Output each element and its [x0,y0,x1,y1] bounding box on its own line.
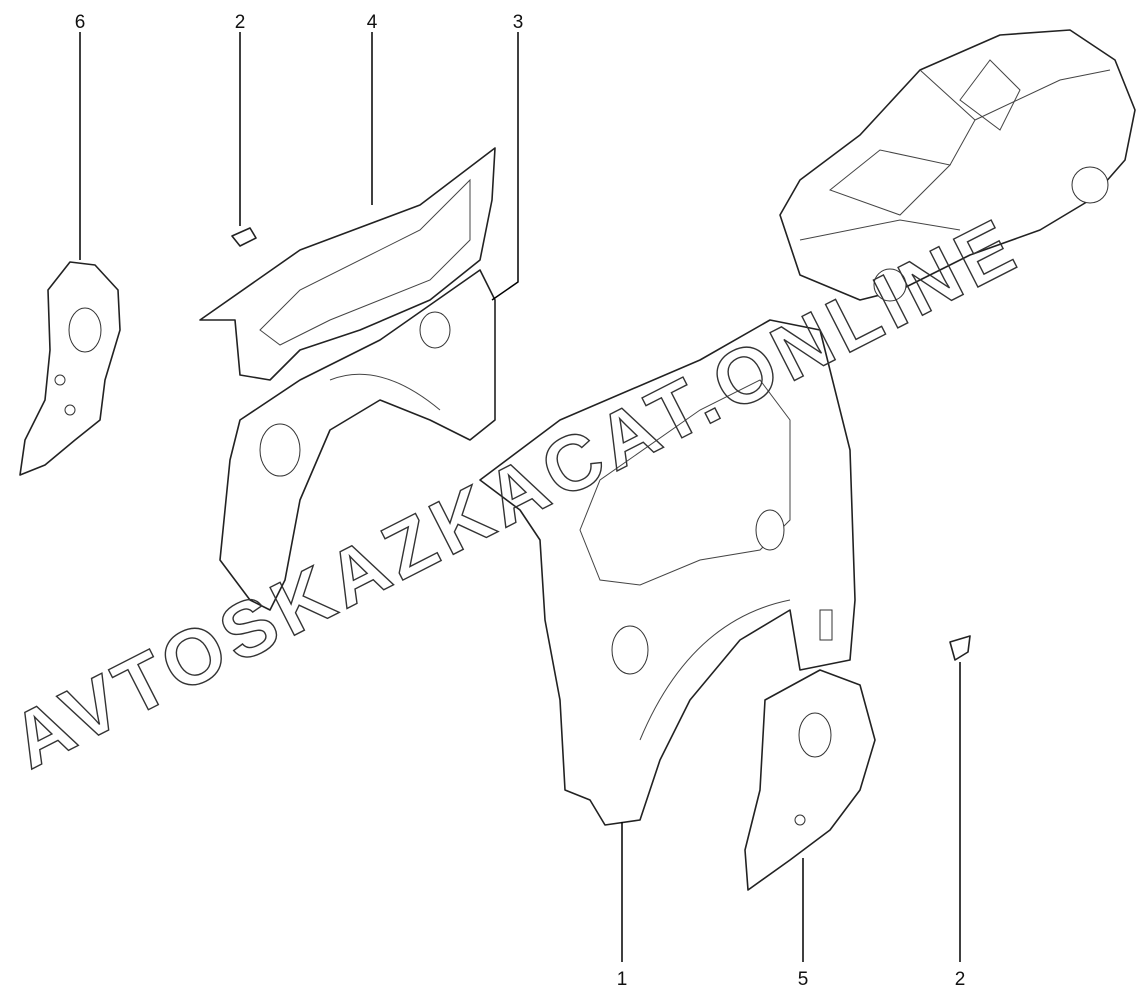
part-2-plug [231,227,257,247]
callout-5: 5 [798,969,809,990]
part-3-inner-wheelarch-left [219,269,496,611]
callout-2-upper: 2 [235,12,246,33]
callout-6: 6 [75,12,86,33]
part-6-reinforcement [19,261,121,476]
watermark: AVTOSKAZKACAT.ONLINE [0,200,1033,785]
callout-2-lower: 2 [955,969,966,990]
part-2-plug-right [949,635,971,661]
part-1-inner-side-panel [479,319,856,826]
callout-3: 3 [513,12,524,33]
callout-1: 1 [617,969,628,990]
part-5-reinforcement [744,669,876,891]
part-4-inner-panel-upper [199,147,496,381]
vehicle-illustration [779,29,1136,302]
callout-4: 4 [367,12,378,33]
leader-lines [79,32,961,962]
